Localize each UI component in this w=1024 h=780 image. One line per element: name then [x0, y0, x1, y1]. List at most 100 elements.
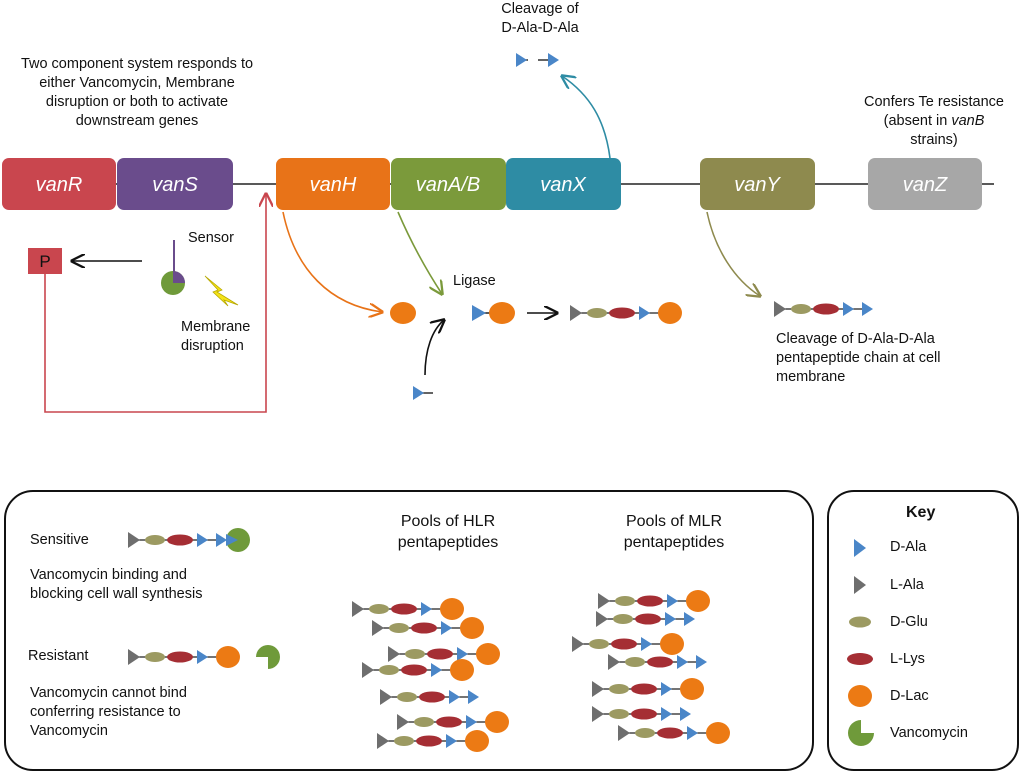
gene-label-vany: vanY	[734, 174, 781, 196]
key-icons	[847, 539, 874, 746]
l-lys-unit	[167, 651, 193, 663]
arrow-vanh-to-dlac	[282, 211, 382, 312]
mlr-title: Pools of MLR pentapeptides	[604, 511, 744, 553]
l-lys-unit	[391, 603, 417, 615]
l-ala-unit	[362, 662, 374, 678]
gene-label-vanz: vanZ	[903, 174, 948, 196]
vancomycin-icon	[848, 720, 874, 746]
confers-vanb: vanB	[951, 113, 985, 129]
d-glu-unit	[394, 736, 414, 746]
hlr-chain-6	[397, 711, 509, 733]
d-ala-unit	[441, 621, 452, 635]
d-ala-unit	[197, 650, 208, 664]
d-ala-unit	[449, 690, 460, 704]
gene-label-vanab: vanA/B	[416, 174, 480, 196]
l-ala-unit	[380, 689, 392, 705]
confers-line-1: Confers Te resistance	[864, 94, 1004, 110]
hlr-chain-3	[388, 643, 500, 665]
cleavage-right-line-3: membrane	[776, 369, 846, 385]
key-label-d-glu: D-Glu	[890, 614, 928, 630]
l-ala-icon	[854, 576, 866, 594]
d-glu-unit	[379, 665, 399, 675]
l-lys-unit	[427, 648, 453, 660]
d-ala-unit	[468, 690, 479, 704]
l-ala-unit	[128, 532, 140, 548]
l-ala-unit	[618, 725, 630, 741]
d-glu-unit	[615, 596, 635, 606]
d-glu-unit	[609, 684, 629, 694]
l-lys-unit	[411, 622, 437, 634]
d-lac-unit	[460, 617, 484, 639]
d-lac-molecule	[390, 302, 416, 324]
resistant-desc-line-2: conferring resistance to	[30, 704, 181, 720]
d-ala-unit	[684, 612, 695, 626]
d-ala-unit	[446, 734, 457, 748]
gene-label-vanh: vanH	[310, 174, 357, 196]
arrow-d-ala-to-ligase	[424, 320, 444, 376]
d-glu-unit	[625, 657, 645, 667]
two-component-line-2: either Vancomycin, Membrane	[39, 75, 235, 91]
l-lys-unit	[637, 595, 663, 607]
l-lys-unit	[401, 664, 427, 676]
d-ala-unit	[667, 594, 678, 608]
d-ala-unit	[862, 302, 873, 316]
cleavage-top-line-1: Cleavage of	[501, 1, 579, 17]
key-label-d-lac: D-Lac	[890, 688, 929, 704]
gene-label-vanx: vanX	[540, 174, 586, 196]
mlr-title-line-1: Pools of MLR	[625, 513, 723, 530]
d-ala-icon	[854, 539, 866, 557]
d-ala-d-lac-molecule	[472, 302, 515, 324]
two-component-line-4: downstream genes	[75, 113, 199, 129]
arrow-vanx-to-cleavage	[562, 76, 611, 159]
l-lys-unit	[635, 613, 661, 625]
phosphate-label: P	[39, 252, 50, 271]
confers-line-2: (absent in vanB	[848, 112, 1020, 131]
d-ala-unit	[197, 533, 208, 547]
gene-label-vanr: vanR	[36, 174, 83, 196]
d-glu-unit	[791, 304, 811, 314]
d-lac-unit	[440, 598, 464, 620]
hlr-chain-7	[377, 730, 489, 752]
d-ala-unit	[431, 663, 442, 677]
l-ala-unit	[598, 593, 610, 609]
gene-vanz: vanZ	[868, 158, 982, 210]
l-ala-unit	[352, 601, 364, 617]
hlr-chain-4	[362, 659, 474, 681]
mlr-chain-4	[608, 654, 707, 670]
l-ala-unit	[372, 620, 384, 636]
l-lys-unit	[631, 683, 657, 695]
d-lac-unit	[686, 590, 710, 612]
hlr-chain-1	[352, 598, 464, 620]
sensitive-desc-line-2: blocking cell wall synthesis	[30, 586, 203, 602]
l-lys-unit	[657, 727, 683, 739]
confers-text: Confers Te resistance (absent in vanB st…	[848, 93, 1020, 150]
l-ala-unit	[570, 305, 582, 321]
d-ala-unit	[466, 715, 477, 729]
mlr-chain-6	[592, 706, 691, 722]
phosphate-box: P	[28, 248, 62, 274]
l-lys-unit	[647, 656, 673, 668]
d-lac-unit	[450, 659, 474, 681]
d-glu-unit	[609, 709, 629, 719]
gene-vans: vanS	[117, 158, 233, 210]
sensitive-desc-line-1: Vancomycin binding and	[30, 567, 187, 583]
two-component-text: Two component system responds to either …	[6, 55, 268, 131]
cleavage-right-line-2: pentapeptide chain at cell	[776, 350, 941, 366]
cleavage-right-text: Cleavage of D-Ala-D-Ala pentapeptide cha…	[776, 330, 940, 387]
d-glu-unit	[589, 639, 609, 649]
confers-line-3: strains)	[910, 132, 958, 148]
l-ala-unit	[592, 681, 604, 697]
mlr-title-line-2: pentapeptides	[623, 534, 725, 551]
l-ala-unit	[128, 649, 140, 665]
hlr-title-line-1: Pools of HLR	[400, 513, 496, 530]
key-panel	[827, 490, 1019, 771]
gene-vany: vanY	[700, 158, 815, 210]
gene-vanh: vanH	[276, 158, 390, 210]
d-glu-unit	[613, 614, 633, 624]
l-ala-unit	[377, 733, 389, 749]
d-glu-unit	[369, 604, 389, 614]
d-glu-unit	[405, 649, 425, 659]
d-lac-unit	[660, 633, 684, 655]
d-ala-unit	[661, 707, 672, 721]
